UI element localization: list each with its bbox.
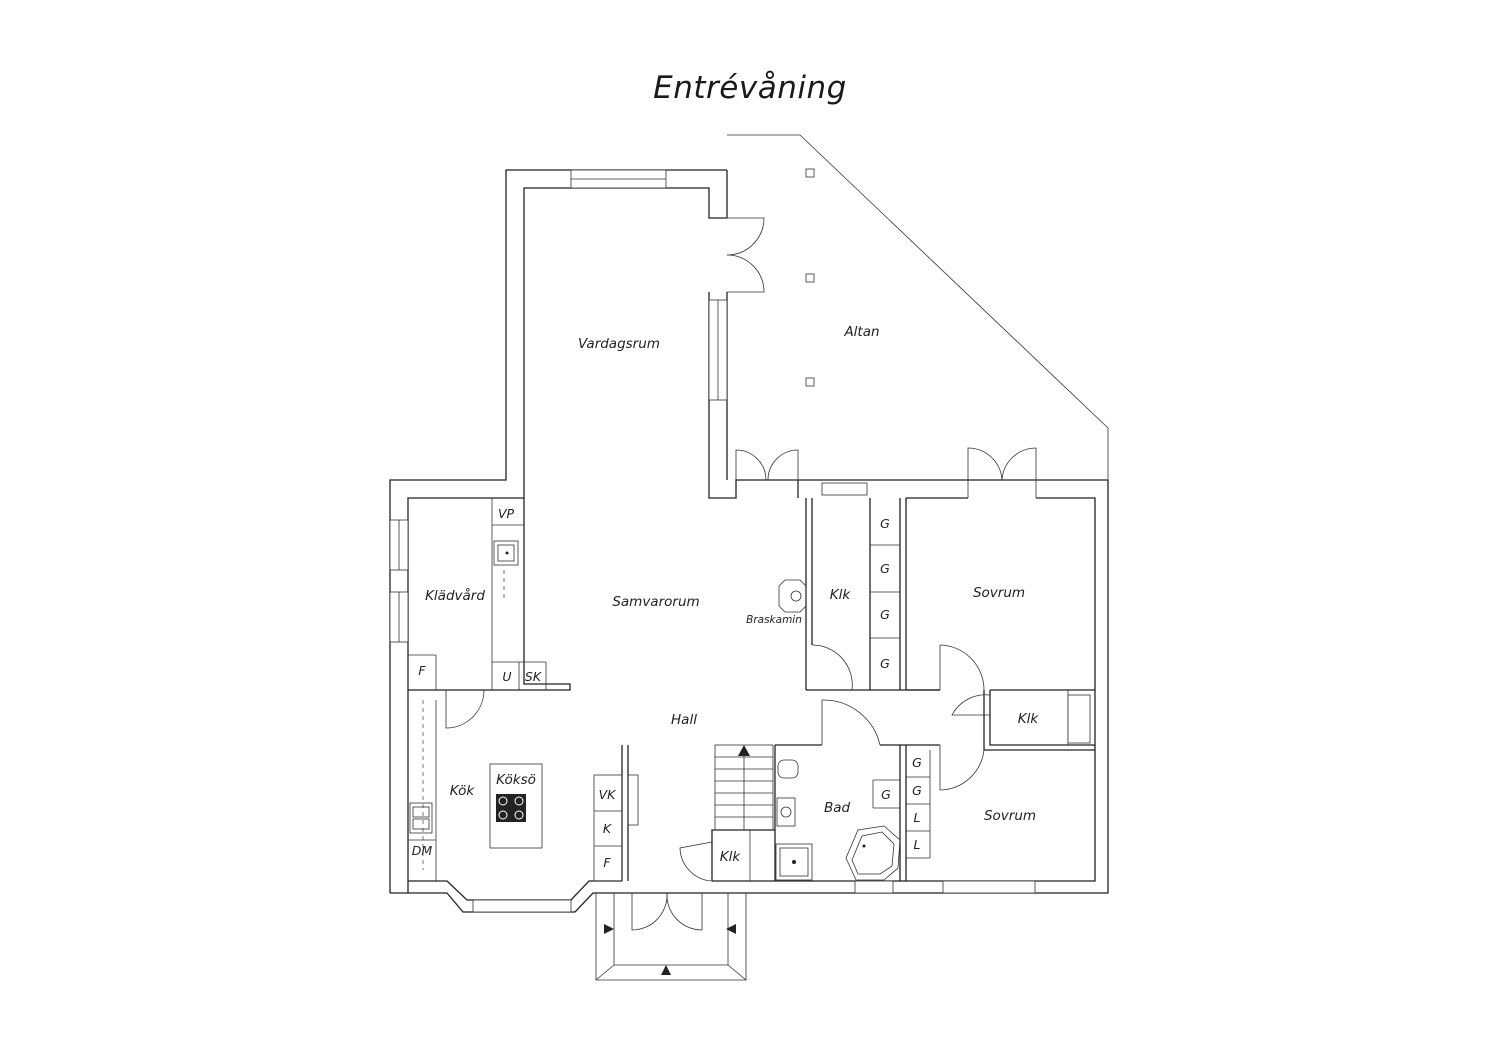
fixture-labels: VP F U SK Braskamin G G G G G G G L L VK…	[412, 506, 922, 870]
room-klk-upper: Klk	[830, 587, 852, 603]
label-l-2: L	[914, 837, 921, 852]
label-vp: VP	[498, 506, 515, 521]
windows	[389, 169, 1091, 913]
label-braskamin: Braskamin	[746, 614, 802, 626]
room-sovrum-lower: Sovrum	[984, 808, 1036, 824]
label-u: U	[502, 669, 511, 684]
room-klk-middle: Klk	[1018, 711, 1040, 727]
room-vardagsrum: Vardagsrum	[578, 336, 660, 352]
room-labels: Vardagsrum Altan Samvarorum Klädvård Hal…	[425, 324, 1039, 865]
label-g-7: G	[881, 787, 891, 802]
label-f-kladvard: F	[418, 663, 426, 678]
entrance-porch	[595, 893, 747, 981]
label-l-1: L	[914, 810, 921, 825]
label-g-4: G	[880, 656, 890, 671]
room-altan: Altan	[843, 324, 879, 340]
label-g-3: G	[880, 607, 890, 622]
label-f-hall: F	[603, 855, 611, 870]
label-dm: DM	[412, 843, 433, 858]
plan-title: Entrévåning	[653, 70, 847, 106]
label-g-6: G	[912, 783, 922, 798]
label-g-1: G	[880, 516, 890, 531]
room-sovrum-upper: Sovrum	[973, 585, 1025, 601]
label-sk: SK	[525, 669, 543, 684]
room-bad: Bad	[824, 800, 851, 816]
room-hall: Hall	[671, 712, 697, 728]
label-vk: VK	[599, 787, 618, 802]
room-klk-hall: Klk	[720, 849, 742, 865]
room-kok: Kök	[450, 783, 476, 799]
room-samvarorum: Samvarorum	[612, 594, 699, 610]
label-k: K	[603, 821, 613, 836]
altan-posts	[805, 168, 815, 387]
room-koksö: Köksö	[496, 772, 536, 788]
fixtures	[408, 540, 901, 881]
label-g-2: G	[880, 561, 890, 576]
doors	[445, 217, 1037, 931]
interior-walls	[408, 480, 1095, 882]
room-kladvard: Klädvård	[425, 587, 485, 604]
label-g-5: G	[912, 755, 922, 770]
